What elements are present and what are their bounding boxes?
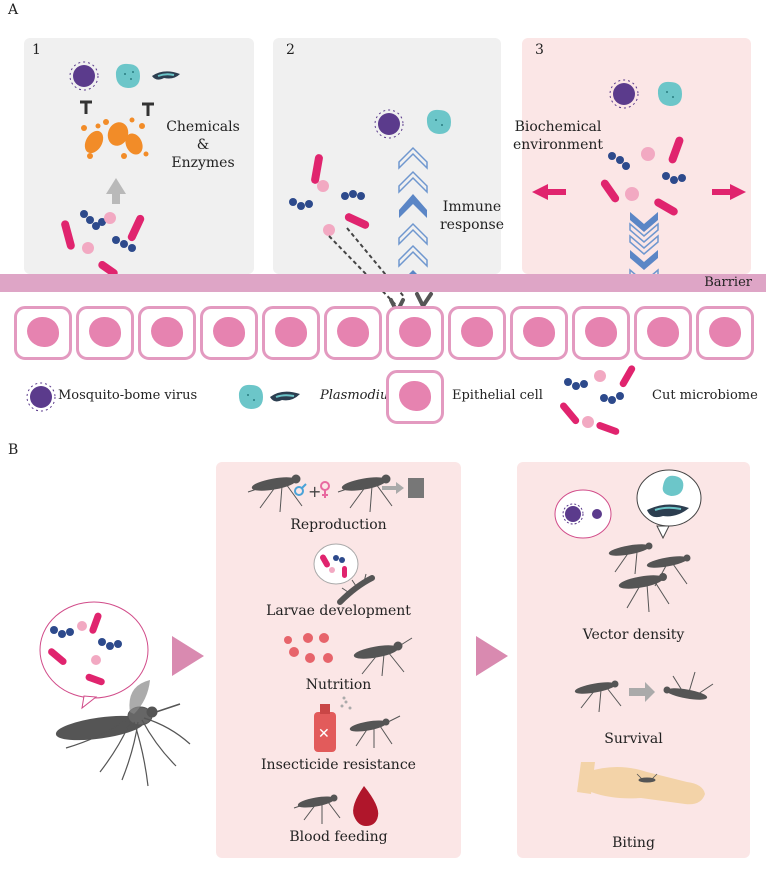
box-1-number: 1 — [32, 42, 41, 58]
legend-microbiome-label: Cut microbiome — [652, 388, 758, 403]
middle-item-blood-feeding: Blood feeding — [289, 829, 388, 845]
larvae-development-icon — [313, 543, 375, 605]
left-arrow-icon — [532, 184, 566, 200]
right-item-biting: Biting — [612, 835, 655, 851]
barrier-label: Barrier — [704, 275, 752, 290]
mosquito-cluster-icon — [608, 542, 691, 613]
microbiome-icon — [61, 210, 145, 278]
virus-icon — [609, 79, 639, 109]
reproduction-icon: + — [247, 474, 424, 513]
epithelial-cell — [262, 306, 320, 360]
legend-epithelial-cell-icon — [386, 370, 444, 424]
epithelial-cell — [200, 306, 258, 360]
legend-virus-label: Mosquito-bome virus — [58, 388, 198, 403]
speech-bubble-plasmodium — [636, 469, 702, 540]
virus-icon — [69, 61, 99, 91]
middle-panel-illustrations: + ✕ — [247, 474, 424, 826]
svg-text:✕: ✕ — [318, 726, 330, 742]
nutrition-icon — [284, 633, 333, 663]
middle-item-nutrition: Nutrition — [305, 677, 372, 693]
epithelial-cell — [634, 306, 692, 360]
box-3-number: 3 — [535, 42, 544, 58]
right-item-survival: Survival — [604, 731, 663, 747]
survival-icon — [574, 671, 714, 713]
right-item-vector-density: Vector density — [582, 627, 685, 643]
insecticide-icon: ✕ — [314, 696, 352, 752]
right-arrow-icon — [712, 184, 746, 200]
legend-virus-icon — [26, 382, 56, 412]
epithelial-cell — [324, 306, 382, 360]
legend-plasmodium-icon — [270, 391, 300, 402]
right-panel-illustrations — [554, 469, 714, 805]
blood-drop-icon — [353, 786, 379, 826]
epithelial-cell — [386, 306, 444, 360]
mosquito-with-microbiome — [39, 601, 191, 787]
middle-item-larvae-development: Larvae development — [266, 603, 411, 619]
panel-a-letter: A — [8, 2, 19, 18]
box-2-number: 2 — [286, 42, 295, 58]
legend-epithelial-label: Epithelial cell — [452, 388, 543, 403]
barrier — [0, 274, 766, 292]
microbiome-icon — [48, 612, 122, 686]
mosquito-icon — [55, 680, 191, 787]
panel-b-letter: B — [8, 442, 19, 458]
chemicals-enzymes-label: Chemicals & Enzymes — [166, 119, 240, 171]
middle-item-reproduction: Reproduction — [290, 517, 387, 533]
plasmodium-cell-icon — [115, 63, 140, 88]
speech-bubble-virus — [554, 489, 612, 539]
biochemical-environment-label: Biochemical environment — [512, 119, 604, 153]
immune-chevrons-icon — [398, 146, 428, 268]
plasmodium-cell-icon — [657, 81, 682, 106]
plasmodium-cell-icon — [426, 109, 451, 134]
epithelial-cell — [76, 306, 134, 360]
arm-icon — [577, 762, 705, 805]
epithelial-cell — [510, 306, 568, 360]
virus-icon — [374, 109, 404, 139]
epithelial-cell — [14, 306, 72, 360]
immune-response-label: Immune response — [439, 199, 505, 233]
microbiome-icon — [600, 136, 686, 216]
enzymes-icon — [81, 117, 149, 159]
mosquito-icon — [349, 715, 401, 748]
epithelial-cell — [572, 306, 630, 360]
epithelial-cell — [138, 306, 196, 360]
flow-arrow-2-icon — [476, 636, 508, 676]
middle-item-insecticide-resistance: Insecticide resistance — [261, 757, 416, 773]
inhibitor-icon — [80, 100, 154, 116]
mosquito-icon — [353, 637, 413, 677]
epithelial-cell — [448, 306, 506, 360]
box-3-illustration — [532, 79, 746, 289]
plasmodium-icon — [152, 71, 180, 80]
legend-plasmodium-cell-icon — [238, 384, 263, 409]
middle-panel — [216, 462, 461, 858]
box-1-illustration — [61, 61, 180, 278]
epithelial-cell — [696, 306, 754, 360]
mosquito-icon — [293, 794, 341, 824]
svg-text:+: + — [308, 482, 321, 501]
flow-arrow-1-icon — [172, 636, 204, 676]
box-immune-response — [273, 38, 501, 274]
microbiome-icon — [289, 154, 370, 236]
legend-plasmodium-label: Plasmodium — [320, 388, 401, 403]
box-2-illustration — [289, 109, 451, 317]
up-arrow-icon — [106, 178, 126, 204]
immune-chevron-solid-icon — [399, 194, 427, 218]
legend-microbiome-icon — [560, 365, 636, 435]
